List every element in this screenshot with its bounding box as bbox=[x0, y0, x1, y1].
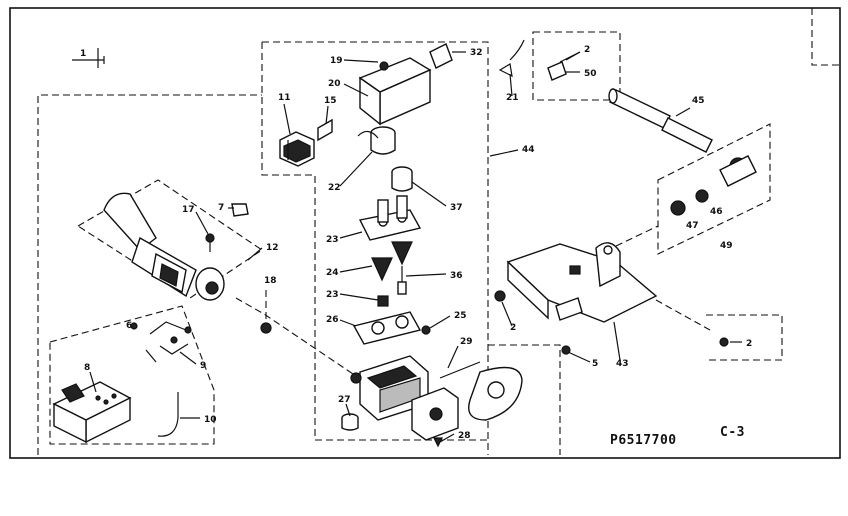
callout-15: 15 bbox=[324, 96, 337, 106]
callout-2-left: 2 bbox=[510, 323, 516, 333]
callout-37: 37 bbox=[450, 203, 463, 213]
part-22-cap bbox=[357, 126, 396, 155]
part-43-bracket bbox=[506, 242, 658, 323]
part-12-burner bbox=[76, 179, 263, 301]
callout-29: 29 bbox=[460, 337, 473, 347]
diagram-frame bbox=[9, 7, 841, 459]
lower-bracket bbox=[411, 387, 459, 441]
part-21-wire bbox=[498, 39, 525, 78]
part-37-knob bbox=[391, 166, 413, 192]
callout-5: 5 bbox=[592, 359, 598, 369]
part-50-clip bbox=[547, 51, 581, 81]
part-number-label: P6517700 bbox=[610, 433, 677, 448]
callout-25: 25 bbox=[454, 311, 467, 321]
part-2-nut-right bbox=[719, 337, 729, 347]
group-boundary-left bbox=[37, 94, 262, 455]
part-47-washer bbox=[670, 200, 686, 216]
callout-45: 45 bbox=[692, 96, 705, 106]
group-boundary-corner bbox=[811, 8, 840, 66]
callout-36: 36 bbox=[450, 271, 463, 281]
callout-46: 46 bbox=[710, 207, 723, 217]
sheet-label: C-3 bbox=[720, 425, 745, 440]
part-18-nut bbox=[260, 322, 272, 334]
callout-17: 17 bbox=[182, 205, 195, 215]
callout-28: 28 bbox=[458, 431, 471, 441]
part-24-cone-left bbox=[371, 257, 393, 282]
part-15-clip bbox=[317, 118, 333, 142]
callout-8: 8 bbox=[84, 363, 90, 373]
part-32-plate bbox=[429, 43, 453, 69]
callout-27: 27 bbox=[338, 395, 351, 405]
group-boundary-center bbox=[261, 41, 489, 455]
leader-burner-valve bbox=[235, 297, 357, 377]
callout-10: 10 bbox=[204, 415, 217, 425]
part-27-knob bbox=[341, 413, 359, 431]
part-25-nut bbox=[421, 325, 431, 335]
callout-23-upper: 23 bbox=[326, 235, 339, 245]
group-boundary-right bbox=[706, 314, 783, 361]
part-10-hook bbox=[157, 392, 179, 437]
callout-49: 49 bbox=[720, 241, 733, 251]
group-boundary-lower-left bbox=[49, 305, 215, 445]
callout-19: 19 bbox=[330, 56, 343, 66]
part-20-housing bbox=[358, 57, 432, 126]
callout-43: 43 bbox=[616, 359, 629, 369]
callout-6: 6 bbox=[126, 321, 132, 331]
callout-20: 20 bbox=[328, 79, 341, 89]
callout-23-lower: 23 bbox=[326, 290, 339, 300]
part-11-bracket bbox=[279, 131, 315, 167]
callout-18: 18 bbox=[264, 276, 277, 286]
part-46-fitting bbox=[695, 155, 757, 203]
part-36-pin bbox=[377, 266, 407, 307]
part-45-tube bbox=[608, 88, 713, 153]
callout-21: 21 bbox=[506, 93, 519, 103]
part-6-screw bbox=[130, 322, 138, 330]
callout-22: 22 bbox=[328, 183, 341, 193]
part-23-plate-upper bbox=[358, 195, 422, 241]
part-29-cam bbox=[439, 361, 523, 421]
leader-45 bbox=[615, 225, 659, 247]
part-2-nut-left bbox=[494, 290, 506, 302]
callout-50: 50 bbox=[584, 69, 597, 79]
callout-leaders bbox=[89, 51, 742, 443]
part-1-pin bbox=[72, 48, 105, 68]
callout-2-top: 2 bbox=[584, 45, 590, 55]
callout-44: 44 bbox=[522, 145, 535, 155]
callout-2-right: 2 bbox=[746, 339, 752, 349]
callout-24: 24 bbox=[326, 268, 339, 278]
callout-26: 26 bbox=[326, 315, 339, 325]
callout-11: 11 bbox=[278, 93, 291, 103]
callout-47: 47 bbox=[686, 221, 699, 231]
part-7-clip bbox=[231, 203, 249, 217]
callout-7: 7 bbox=[218, 203, 224, 213]
leader-43 bbox=[655, 299, 711, 331]
callout-12: 12 bbox=[266, 243, 279, 253]
callout-1: 1 bbox=[80, 49, 86, 59]
part-26-gasket bbox=[352, 311, 422, 345]
part-9-electrode bbox=[145, 321, 192, 363]
part-24-cone-right bbox=[391, 241, 413, 266]
group-boundary-top-right bbox=[532, 31, 621, 101]
part-17-screw bbox=[205, 233, 215, 252]
group-boundary-right-box bbox=[657, 123, 771, 255]
callout-9: 9 bbox=[200, 361, 206, 371]
callout-32: 32 bbox=[470, 48, 483, 58]
part-8-holder bbox=[52, 381, 132, 444]
group-boundary-bottom bbox=[488, 344, 561, 455]
